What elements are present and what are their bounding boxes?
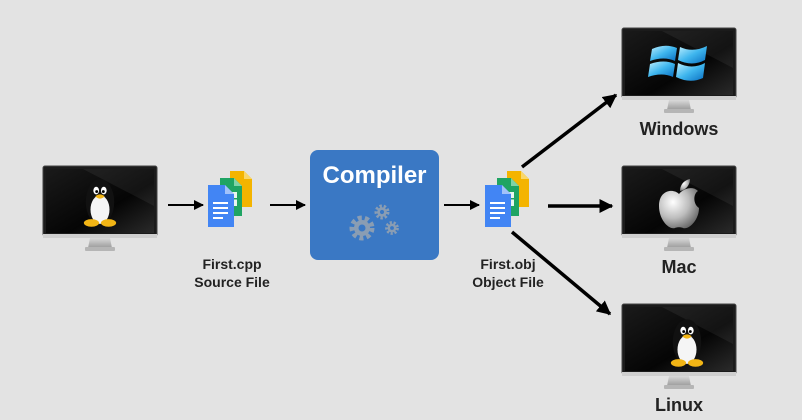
target-label-mac: Mac (661, 257, 697, 277)
object-file-name: First.obj (480, 256, 536, 272)
arrow-to-linux (510, 230, 612, 316)
object-file-type: Object File (472, 274, 544, 290)
target-label-windows: Windows (639, 119, 719, 139)
source-monitor (42, 165, 158, 252)
compiler-box: Compiler (310, 150, 439, 260)
compiler-title: Compiler (322, 162, 426, 189)
windows-logo-icon (648, 45, 707, 81)
windows-monitor (621, 27, 737, 114)
linux-monitor (621, 303, 737, 390)
object-file-label: First.obj Object File (438, 255, 578, 291)
mac-monitor (621, 165, 737, 252)
target-label-linux: Linux (655, 395, 703, 415)
source-file-label: First.cpp Source File (162, 255, 302, 291)
apple-logo-icon (659, 179, 699, 229)
arrow-to-windows (520, 93, 618, 169)
source-file-name: First.cpp (202, 256, 262, 272)
source-file-icon (208, 171, 252, 227)
source-file-type: Source File (194, 274, 270, 290)
object-file-icon (485, 171, 529, 227)
